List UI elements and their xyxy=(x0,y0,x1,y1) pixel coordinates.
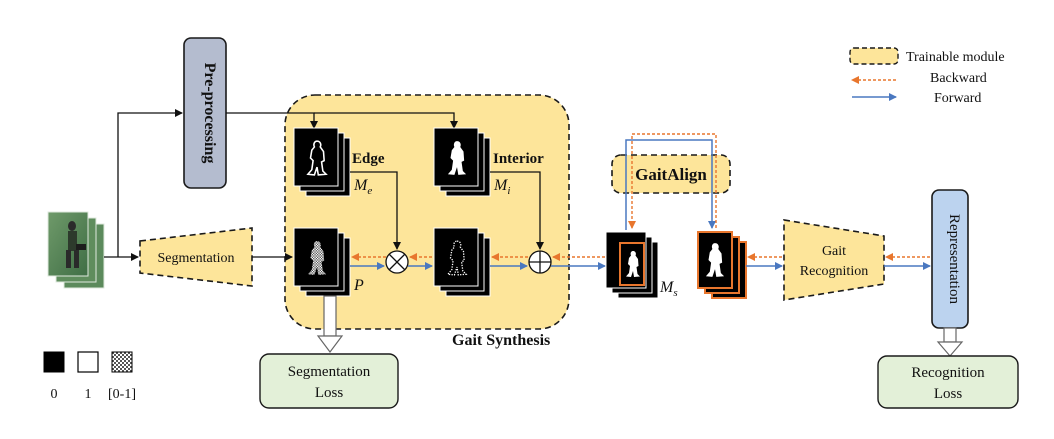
segmentation-loss-line2: Loss xyxy=(315,385,344,401)
input-image-stack xyxy=(47,211,105,289)
recognition-loss-line1: Recognition xyxy=(911,365,985,381)
legend-backward-label: Backward xyxy=(930,71,987,86)
arrow-pre-to-interior xyxy=(314,112,458,129)
ms-map-stack xyxy=(605,231,659,299)
representation-label: Representation xyxy=(946,214,962,304)
seg-loss-connector xyxy=(323,295,337,337)
multiply-operator xyxy=(385,250,409,274)
add-operator xyxy=(528,250,552,274)
rec-loss-arrowhead xyxy=(936,341,964,357)
segmentation-loss-box[interactable] xyxy=(259,353,399,409)
value-white-swatch xyxy=(77,351,99,373)
gait-recognition-module[interactable] xyxy=(783,219,885,301)
p-symbol: P xyxy=(353,277,364,294)
seg-loss-arrowhead xyxy=(316,335,344,353)
gait-synthesis-region xyxy=(284,94,570,330)
gait-synthesis-label: Gait Synthesis xyxy=(452,332,550,349)
arrow-edge-to-multiply xyxy=(350,171,401,250)
gaitalign-label: GaitAlign xyxy=(635,165,707,184)
value-black-swatch xyxy=(43,351,65,373)
value-white-label: 1 xyxy=(85,387,92,402)
preprocessing-label: Pre-processing xyxy=(201,63,218,164)
gaitalign-module[interactable] xyxy=(611,154,731,194)
edge-map-stack xyxy=(293,127,351,197)
value-pattern-label: [0-1] xyxy=(108,387,136,402)
value-black-label: 0 xyxy=(51,387,58,402)
legend-forward-label: Forward xyxy=(934,91,981,106)
product-map-stack xyxy=(433,227,491,297)
arrow-interior-to-add xyxy=(490,171,544,250)
aligned-silhouette-stack xyxy=(697,231,747,299)
value-pattern-swatch xyxy=(111,351,133,373)
recognition-loss-box[interactable] xyxy=(877,355,1019,409)
edge-label: Edge xyxy=(352,151,385,167)
gait-recognition-line2: Recognition xyxy=(800,264,868,279)
gait-recognition-line1: Gait xyxy=(822,244,846,259)
backward-aligned-to-ms xyxy=(628,133,717,229)
p-map-stack xyxy=(293,227,351,297)
interior-map-stack xyxy=(433,127,491,197)
legend-trainable-label: Trainable module xyxy=(906,50,1005,65)
ms-symbol: Ms xyxy=(659,279,678,299)
rec-loss-connector xyxy=(943,327,957,343)
forward-ms-to-gaitalign xyxy=(625,139,716,230)
edge-symbol: Me xyxy=(353,177,372,197)
interior-symbol: Mi xyxy=(493,177,510,197)
segmentation-module[interactable] xyxy=(139,227,253,287)
arrow-input-to-preprocessing xyxy=(117,109,183,257)
legend-trainable-swatch xyxy=(849,47,899,65)
interior-label: Interior xyxy=(493,151,544,167)
recognition-loss-line2: Loss xyxy=(934,386,963,402)
segmentation-loss-line1: Segmentation xyxy=(288,364,371,380)
segmentation-label: Segmentation xyxy=(158,251,235,266)
